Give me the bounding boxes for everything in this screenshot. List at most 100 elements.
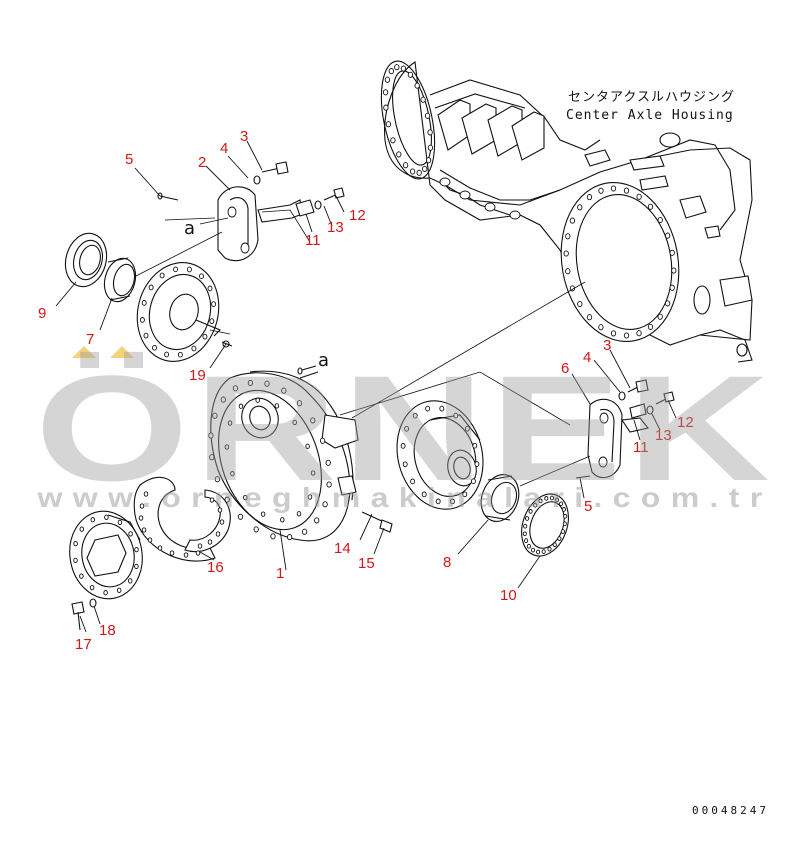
- bracket-6: [587, 398, 649, 479]
- bolt-hole: [390, 137, 396, 144]
- bolt-hole: [414, 82, 420, 89]
- bolt-hole: [474, 461, 480, 467]
- callout-labels: 1 2 3 4 5 6 7 8 9 10 11 12 13 14 15 16 1…: [38, 128, 694, 653]
- nut-tooth: [530, 547, 536, 553]
- bolt-hole: [400, 65, 407, 72]
- bolt-hole: [134, 563, 139, 570]
- shim-hole: [147, 537, 153, 543]
- bolt-hole: [453, 412, 459, 419]
- callout-4: 4: [220, 140, 228, 157]
- bolt-hole: [301, 528, 308, 535]
- bolt-hole: [224, 496, 230, 503]
- bolt-hole: [186, 266, 192, 273]
- bolt-hole: [208, 432, 214, 439]
- nut-tooth: [552, 542, 557, 548]
- housing-label-jp: センタアクスルハウジング: [568, 90, 735, 105]
- nut-tooth: [559, 501, 564, 507]
- bolt-hole: [623, 187, 630, 194]
- callout-3: 3: [240, 128, 248, 145]
- bolt-hole: [230, 471, 235, 477]
- callout-11-right: 11: [633, 439, 649, 456]
- pin-5-right: [575, 475, 591, 479]
- shim-hole: [215, 531, 221, 537]
- bolt-hole: [425, 405, 431, 412]
- bolt-hole: [281, 387, 287, 394]
- bolt-hole: [127, 578, 133, 584]
- callout-5-right: 5: [584, 498, 592, 515]
- bolt-hole: [243, 494, 248, 501]
- bolt-hole: [636, 193, 642, 200]
- nut-tooth: [563, 513, 568, 519]
- bolt-hole: [310, 417, 316, 424]
- bolt-hole: [586, 194, 593, 201]
- bolt-hole: [412, 412, 418, 419]
- bolt-hole: [657, 216, 663, 224]
- nut-tooth: [528, 509, 533, 514]
- washers-11-13-12-right: [629, 391, 675, 419]
- bolt-hole: [472, 442, 478, 449]
- stud-14-nut-15: [361, 511, 393, 533]
- callout-18: 18: [99, 622, 116, 639]
- callout-19: 19: [189, 367, 206, 384]
- nut-tooth: [538, 498, 543, 504]
- assembly-lines: [135, 209, 591, 487]
- shim-hole: [209, 497, 215, 503]
- bolt-hole: [322, 501, 328, 508]
- bolt-hole: [563, 250, 569, 257]
- bolt-hole: [237, 513, 244, 520]
- bolt-3-top: [253, 161, 289, 185]
- bolt-hole: [305, 443, 310, 449]
- bolt-hole: [388, 68, 394, 75]
- bearing-8: [480, 474, 520, 522]
- bolt-hole: [255, 397, 260, 403]
- bolt-hole: [296, 400, 303, 407]
- bolt-hole: [420, 96, 426, 103]
- bolt-hole: [227, 420, 233, 426]
- bolt-hole: [209, 318, 215, 324]
- nut-tooth: [523, 523, 528, 529]
- bolt-hole: [159, 272, 165, 279]
- cover-plate-holes: [73, 514, 139, 596]
- callout-4-right: 4: [583, 349, 591, 366]
- nut-tooth: [560, 529, 565, 534]
- bolt-hole: [292, 419, 297, 426]
- housing-label-en: Center Axle Housing: [566, 108, 734, 123]
- bolt-hole: [422, 165, 428, 172]
- watermark: ÖRNEK www.orneghmakinalari.com.tr: [35, 344, 771, 513]
- bolt-hole: [143, 332, 149, 339]
- bolt-hole: [211, 301, 217, 307]
- bolt-hole: [128, 531, 133, 537]
- bolt-hole: [598, 187, 604, 194]
- bolt-hole: [209, 454, 215, 461]
- bolt-hole: [464, 425, 470, 432]
- bolt-hole: [569, 217, 576, 224]
- bolt-hole: [148, 284, 154, 291]
- shim-hole: [207, 539, 213, 545]
- bolt-hole: [286, 534, 293, 541]
- bolt-hole: [425, 157, 432, 164]
- shim-holes: [138, 491, 225, 558]
- nut-tooth: [561, 507, 566, 512]
- callout-12: 12: [349, 207, 366, 224]
- bolt-hole: [134, 546, 139, 553]
- bolt-hole: [224, 444, 230, 450]
- bolt-hole: [152, 344, 157, 351]
- nut-tooth: [524, 538, 529, 543]
- bolt-hole: [636, 330, 642, 337]
- nut-tooth: [549, 495, 554, 501]
- shim-hole: [183, 552, 189, 558]
- bolt-hole: [310, 470, 316, 476]
- bolt-19: [221, 340, 233, 348]
- pin-5-top: [157, 192, 179, 201]
- document-number: 00048247: [692, 804, 769, 817]
- bolt-hole: [402, 461, 408, 468]
- callout-17: 17: [75, 636, 92, 653]
- bolt-3-right: [618, 379, 649, 401]
- bolt-hole: [177, 351, 183, 358]
- bolt-hole: [664, 300, 671, 307]
- bolt-hole: [314, 517, 320, 524]
- bolt-hole: [577, 300, 583, 308]
- bolt-hole: [421, 491, 427, 498]
- shim-hole: [157, 545, 163, 551]
